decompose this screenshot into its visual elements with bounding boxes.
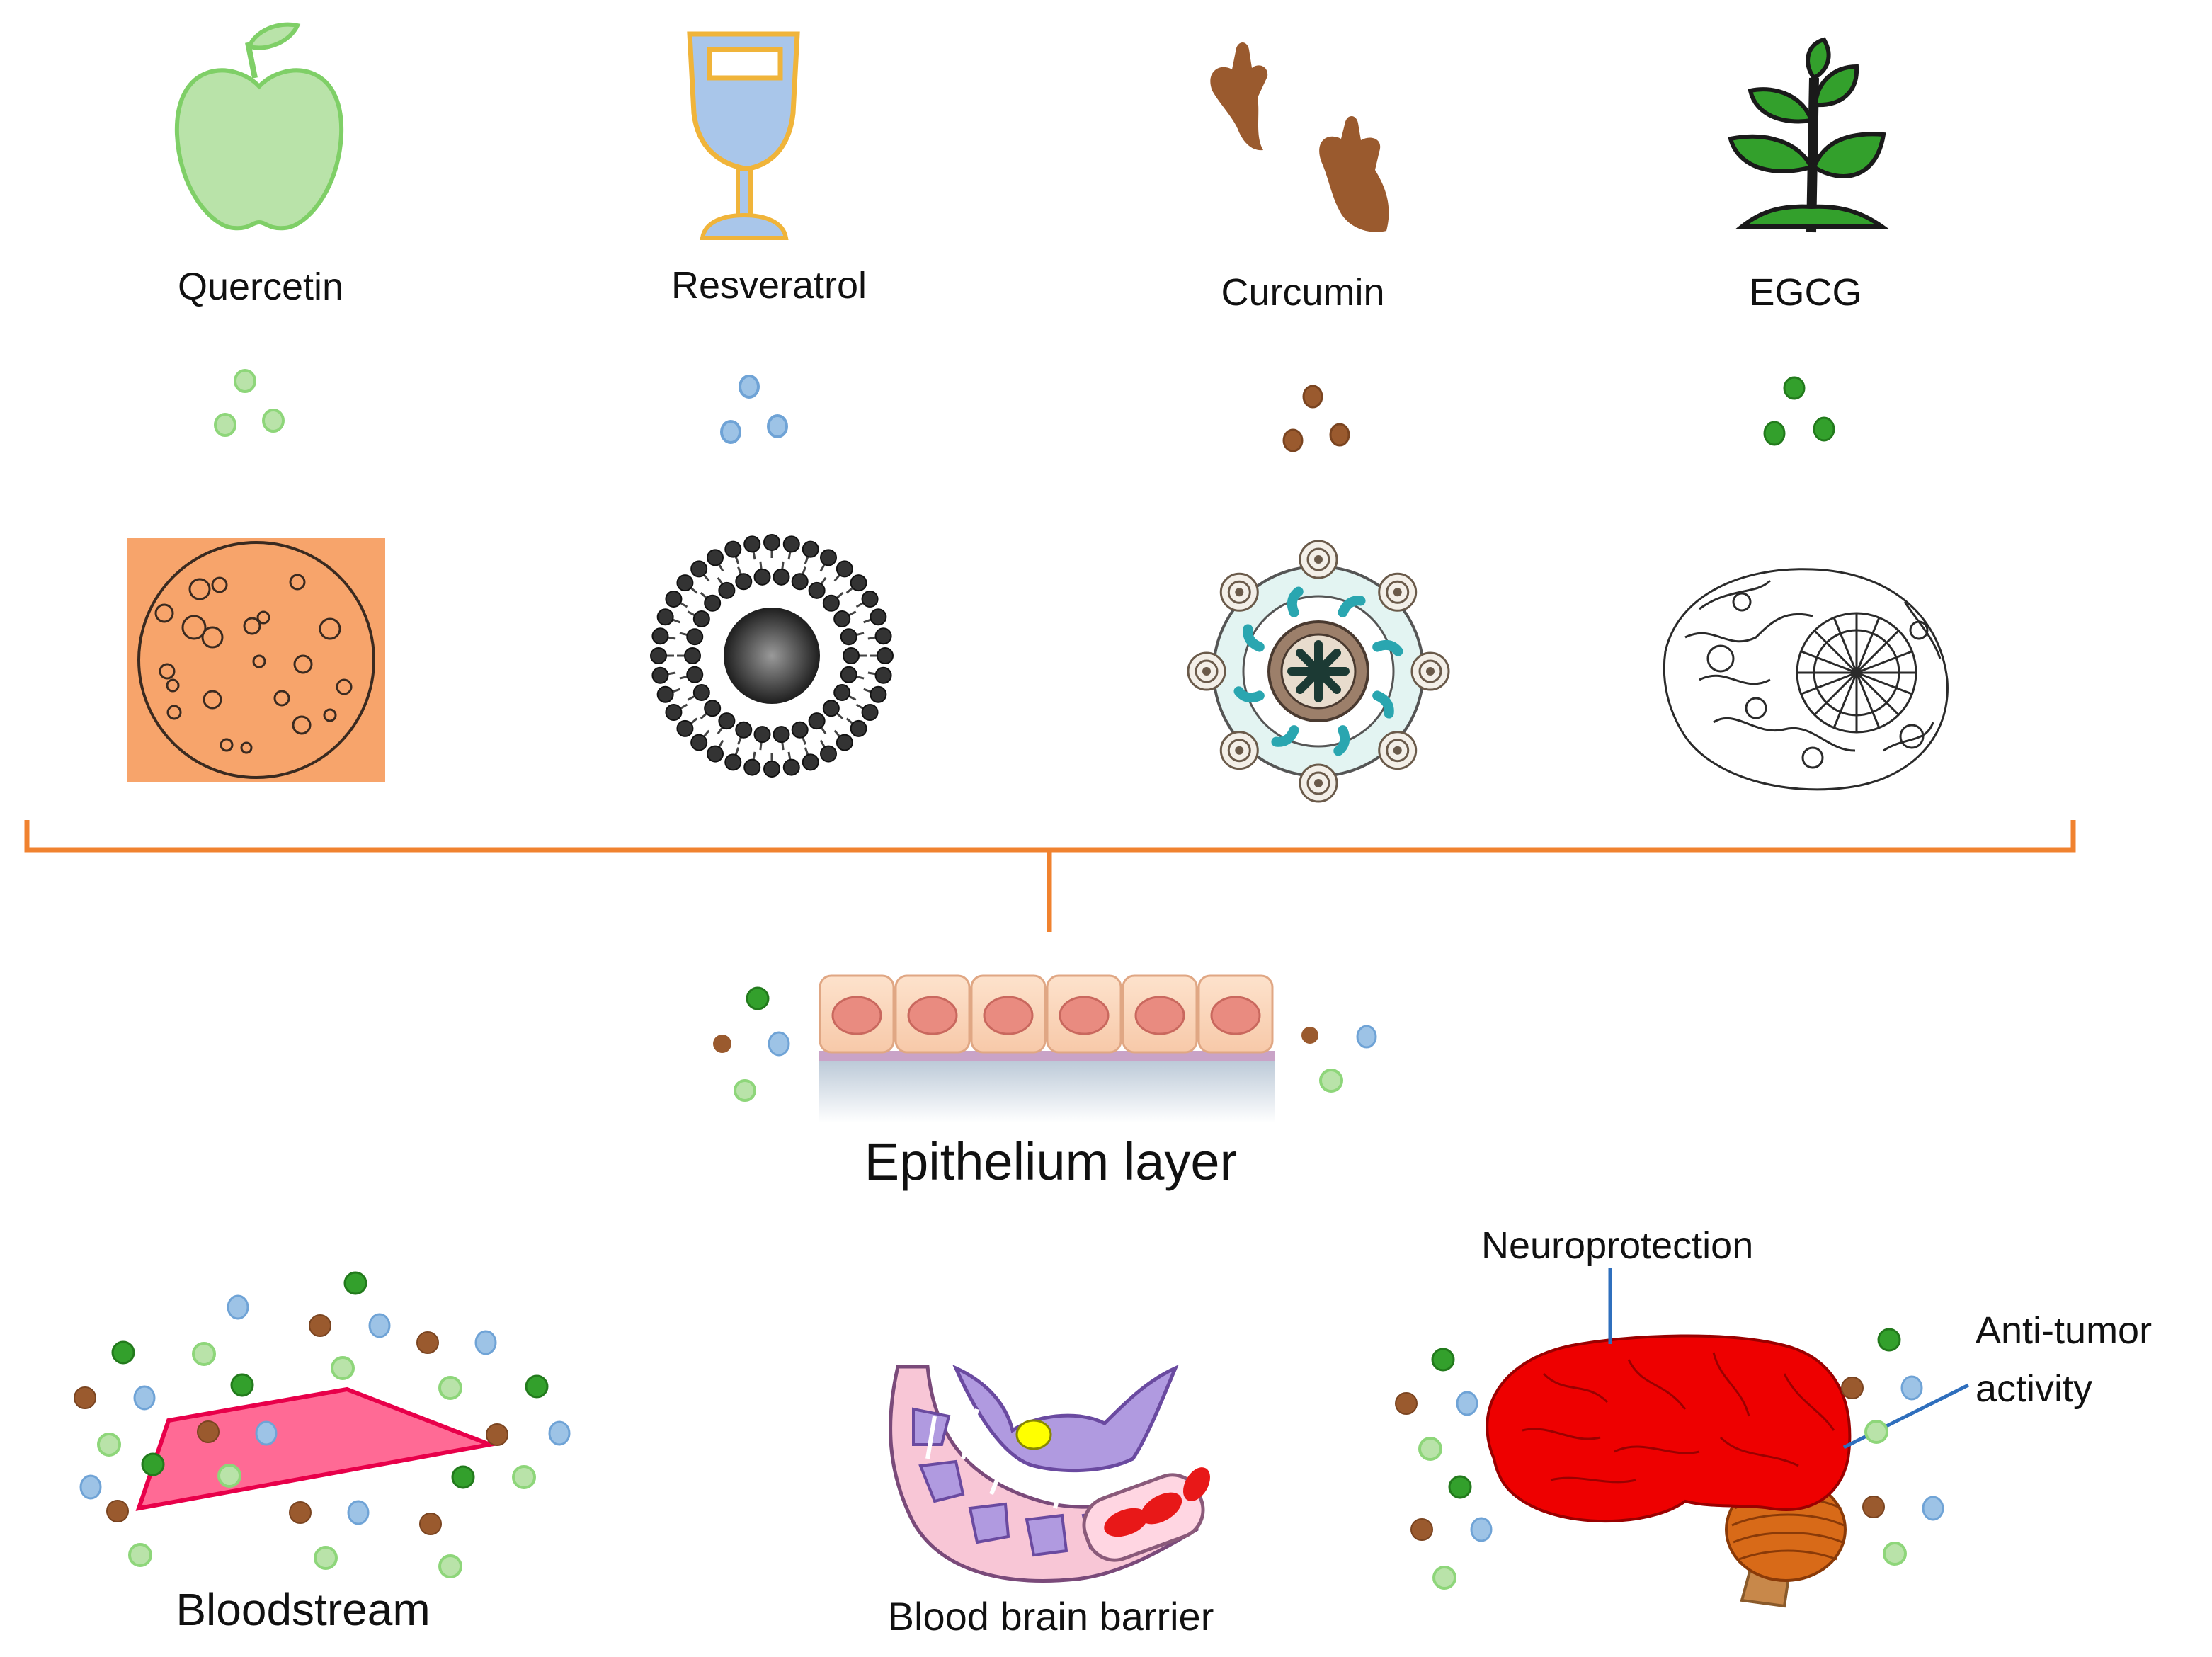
epithelium-right-dots	[1301, 1025, 1377, 1093]
apple-icon	[174, 22, 344, 231]
compound-label-resveratrol: Resveratrol	[671, 264, 867, 307]
blood-brain-barrier-label: Blood brain barrier	[887, 1594, 1214, 1639]
brain-particles	[1395, 1328, 1944, 1590]
epithelium-layer-graphic	[819, 974, 1275, 1123]
bloodstream-label: Bloodstream	[176, 1584, 431, 1635]
compound-label-curcumin: Curcumin	[1221, 271, 1385, 314]
antitumor-label-line1: Anti-tumor	[1976, 1309, 2153, 1352]
brain-icon	[1486, 1334, 1852, 1608]
antitumor-label: Anti-tumor activity	[1976, 1302, 2152, 1418]
nanocapsule-icon	[1187, 540, 1450, 803]
turmeric-root-icon	[1210, 42, 1389, 232]
antitumor-leader-line	[1842, 1383, 1970, 1450]
quercetin-dots	[214, 369, 285, 437]
curcumin-dots	[1282, 385, 1350, 452]
compound-label-egcg: EGCG	[1749, 271, 1862, 314]
blood-brain-barrier-icon	[889, 1365, 1210, 1583]
resveratrol-dots	[720, 375, 788, 444]
grouping-bracket	[24, 820, 2076, 932]
blood-vessel-icon	[135, 1386, 498, 1511]
solid-particle-icon	[127, 538, 385, 782]
liposome-icon	[650, 534, 894, 778]
epithelium-label: Epithelium layer	[864, 1132, 1238, 1191]
polymer-network-icon	[1663, 568, 1949, 791]
tea-plant-icon	[1728, 37, 1889, 233]
compound-label-quercetin: Quercetin	[177, 266, 344, 308]
epithelium-left-dots	[713, 986, 790, 1102]
bloodstream-particles	[74, 1271, 571, 1578]
wine-glass-icon	[687, 31, 800, 240]
egcg-dots	[1763, 376, 1835, 446]
antitumor-label-line2: activity	[1976, 1367, 2093, 1410]
neuroprotection-label: Neuroprotection	[1481, 1224, 1754, 1267]
